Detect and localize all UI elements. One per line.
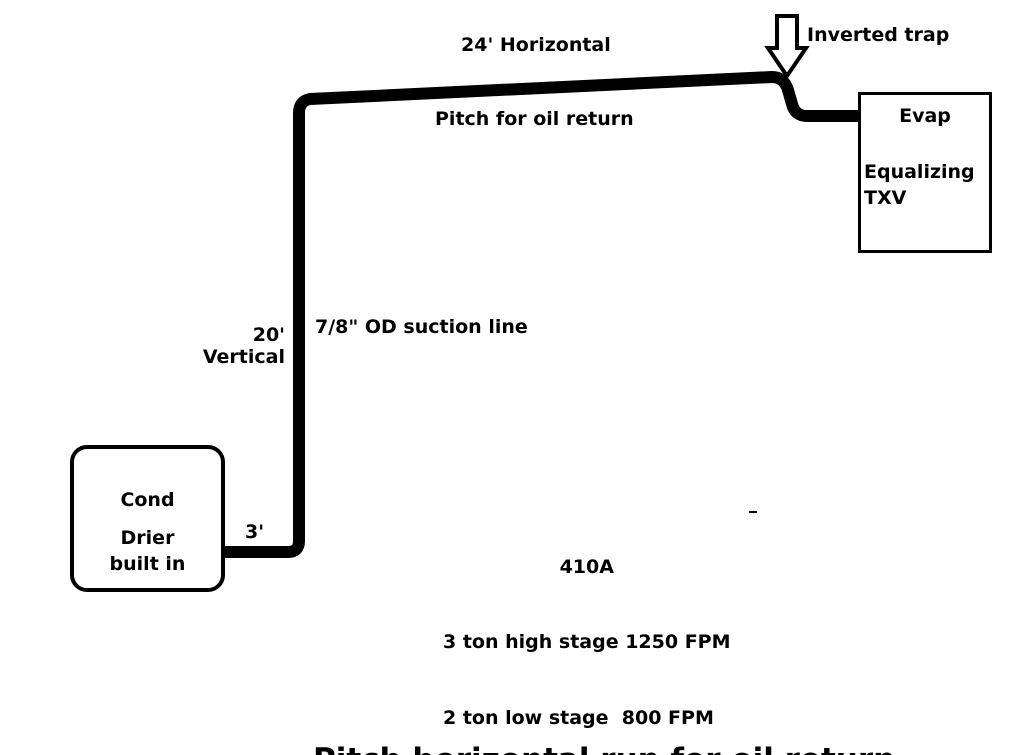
down-arrow-icon [764,14,810,80]
vertical-run-value: 20' [252,324,285,346]
refrigerant-spec: 410A [559,555,614,578]
diagram-question: Pitch horizontal run for oil return. Goo… [313,662,907,755]
condenser-detail-line-2: built in [109,552,186,575]
condenser-title: Cond [120,489,175,511]
low-stage-spec: 2 ton low stage 800 FPM [443,707,714,730]
suction-line-path [218,71,866,558]
horizontal-run-label: 24' Horizontal [461,34,611,56]
pitch-for-oil-return-label: Pitch for oil return [435,108,634,130]
stray-dash-mark [749,511,757,513]
evaporator-box [858,92,992,253]
question-line-1: Pitch horizontal run for oil return. [313,741,907,755]
inverted-trap-label: Inverted trap [807,24,950,46]
short-run-label: 3' [245,521,265,543]
evaporator-detail-line-1: Equalizing [864,161,975,183]
vertical-run-label: 20'Vertical [183,324,285,369]
suction-line-size-label: 7/8" OD suction line [315,316,528,338]
evaporator-detail-line-2: TXV [864,186,907,209]
system-spec-block: 410A 3 ton high stage 1250 FPM 2 ton low… [443,504,731,755]
condenser-detail: Drier built in [70,526,225,577]
condenser-box [70,445,225,592]
evaporator-title: Evap [899,105,951,127]
condenser-detail-line-1: Drier [120,527,175,549]
vertical-run-word: Vertical [202,346,285,369]
high-stage-spec: 3 ton high stage 1250 FPM [443,631,731,654]
